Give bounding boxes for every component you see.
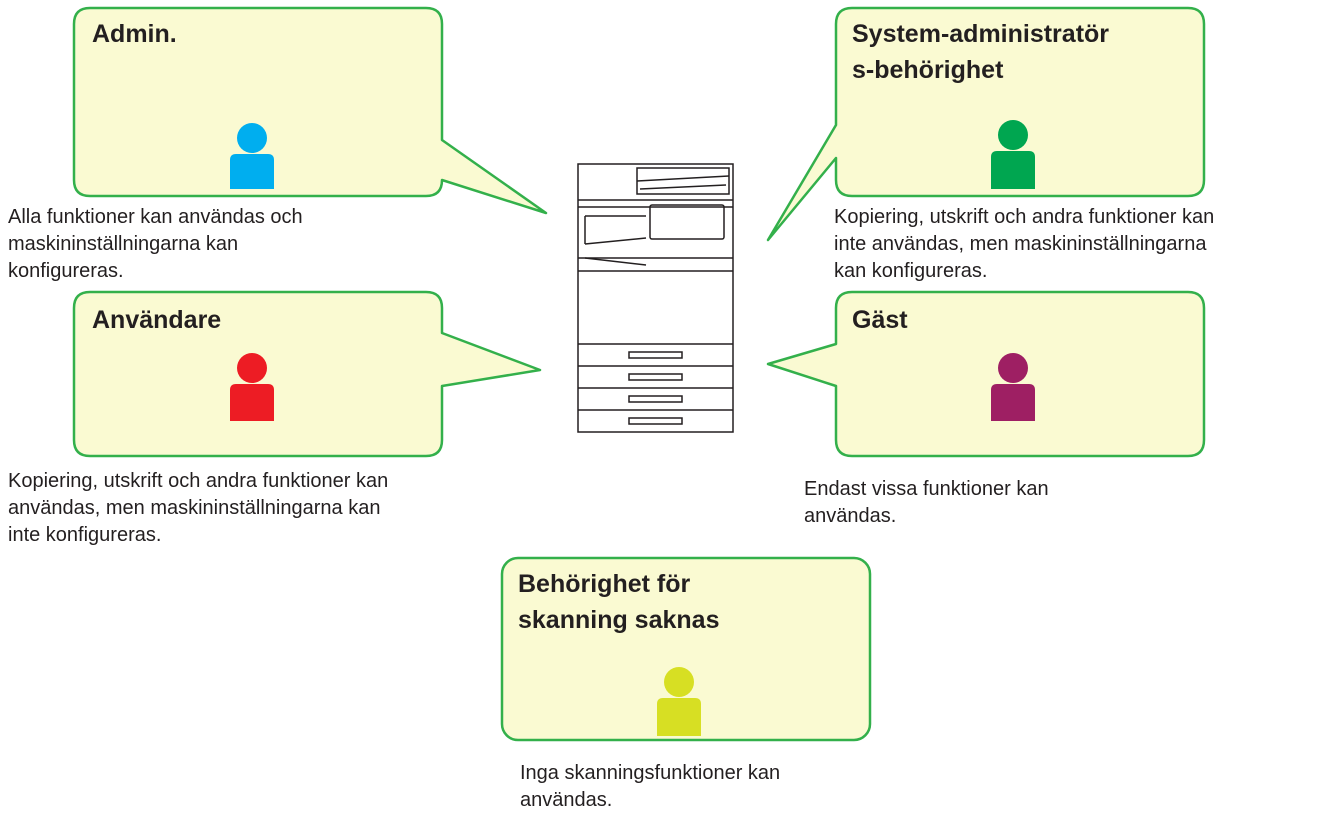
admin-bubble [72,6,548,215]
guest-bubble [766,290,1206,458]
multifunction-printer-icon [577,163,734,433]
guest-user-icon [991,353,1035,421]
guest-description: Endast vissa funktioner kan användas. [804,478,1049,527]
admin-user-icon [230,123,274,189]
noscan-title: Behörighet för skanning saknas [518,570,720,634]
admin-title: Admin. [92,20,177,48]
noscan-user-icon [657,667,701,736]
guest-title: Gäst [852,306,908,334]
user-title: Användare [92,306,222,334]
noscan-description: Inga skanningsfunktioner kan användas. [520,762,781,811]
user-description: Kopiering, utskrift och andra funktioner… [8,470,389,546]
sysadmin-title: System-administratör s-behörighet [852,20,1110,84]
noscan-bubble [500,556,872,742]
user-bubble [72,290,542,458]
user-user-icon [230,353,274,421]
sysadmin-user-icon [991,120,1035,189]
sysadmin-description: Kopiering, utskrift och andra funktioner… [834,206,1215,282]
sysadmin-bubble [766,6,1206,242]
admin-description: Alla funktioner kan användas och maskini… [8,206,303,282]
